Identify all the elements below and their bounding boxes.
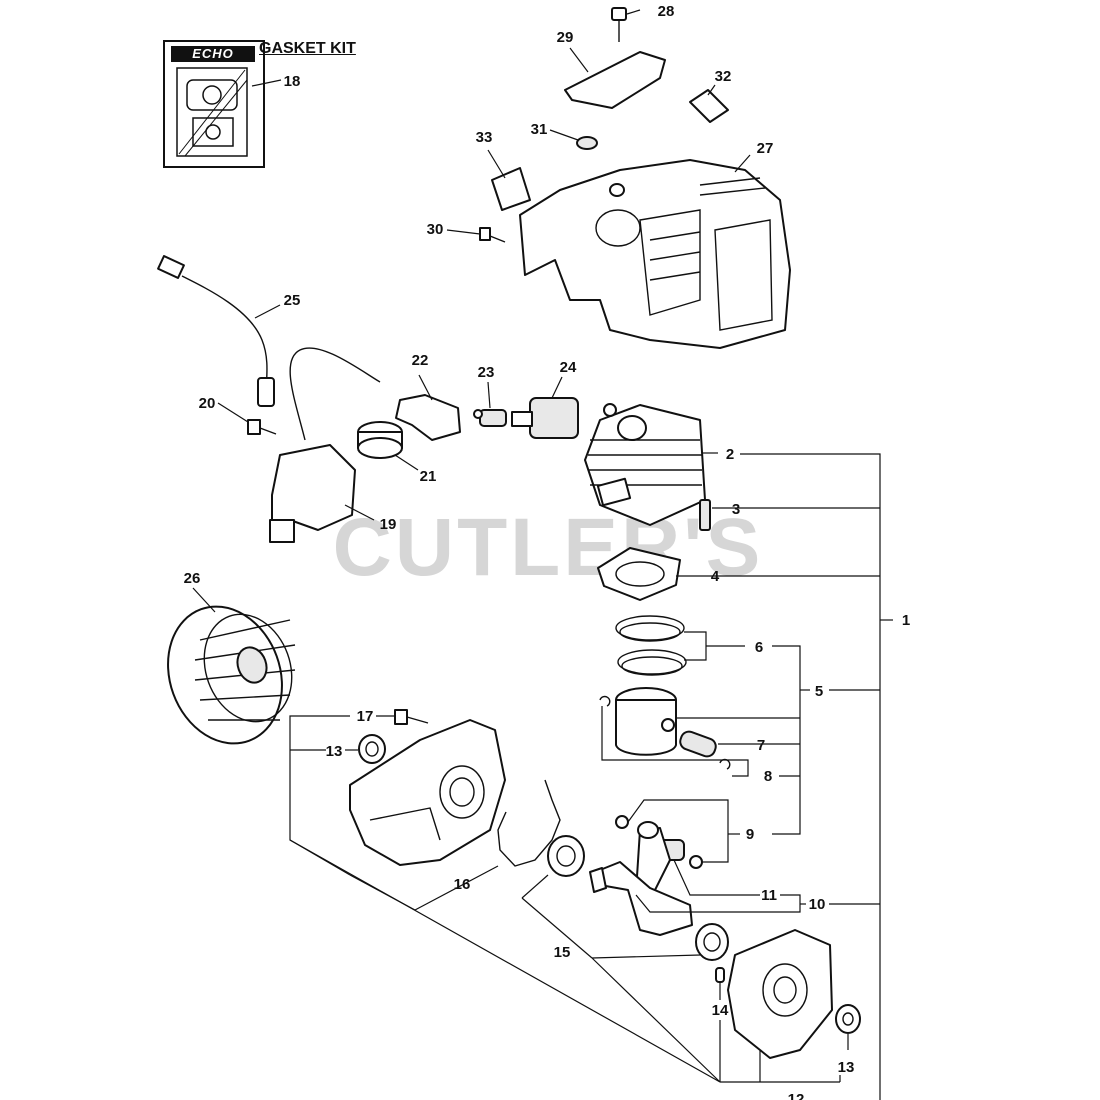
callout-28: 28 [658, 3, 675, 20]
callout-22: 22 [412, 352, 429, 369]
callout-9: 9 [746, 826, 754, 843]
callout-32: 32 [715, 68, 732, 85]
gasket-kit-title: GASKET KIT [259, 40, 356, 57]
part-23-terminal [473, 409, 507, 427]
callout-18: 18 [284, 73, 301, 90]
callout-7: 7 [757, 737, 765, 754]
callout-14: 14 [712, 1002, 729, 1019]
part-8-circlips [599, 695, 731, 770]
part-12-crankcase [349, 719, 833, 1059]
callout-1: 1 [902, 612, 910, 629]
leader-lines [192, 9, 893, 1100]
callout-10: 10 [809, 896, 826, 913]
callout-31: 31 [531, 121, 548, 138]
part-5-piston [615, 687, 677, 756]
callout-25: 25 [284, 292, 301, 309]
part-26-flywheel [167, 605, 296, 745]
part-24-spark-plug [511, 397, 579, 439]
callout-3: 3 [732, 501, 740, 518]
part-21-spool [357, 421, 403, 459]
callout-labels: 1 2 3 4 5 6 7 8 9 10 11 12 13 13 14 15 1… [184, 3, 911, 1100]
part-31-plug [576, 136, 598, 150]
part-16-crankcase-gasket [497, 779, 561, 867]
callout-26: 26 [184, 570, 201, 587]
part-28-bolt [611, 7, 627, 42]
callout-11: 11 [761, 887, 777, 904]
callout-4: 4 [711, 568, 720, 585]
callout-2: 2 [726, 446, 734, 463]
callout-13-left: 13 [326, 743, 343, 760]
part-20-screw [247, 419, 277, 435]
gasket-kit-box: ECHO [163, 40, 265, 168]
part-7-piston-pin [679, 730, 717, 758]
part-33-foam [491, 167, 531, 211]
watermark-text: CUTLER'S [333, 502, 764, 593]
callout-17: 17 [357, 708, 374, 725]
callout-5: 5 [815, 683, 823, 700]
callout-20: 20 [199, 395, 216, 412]
part-30-screw [479, 227, 506, 243]
part-27-engine-cover [519, 159, 791, 349]
callout-24: 24 [560, 359, 577, 376]
callout-16: 16 [454, 876, 471, 893]
callout-30: 30 [427, 221, 444, 238]
part-6-piston-rings [615, 615, 687, 676]
part-32-label [689, 89, 729, 123]
part-22-plug-boot [395, 394, 461, 441]
callout-27: 27 [757, 140, 774, 157]
callout-12: 12 [788, 1091, 805, 1100]
callout-21: 21 [420, 468, 437, 485]
callout-8: 8 [764, 768, 772, 785]
part-25-wire [157, 255, 275, 407]
part-17-screw [394, 709, 429, 725]
part-19-ignition-coil [269, 347, 381, 543]
callout-15: 15 [554, 944, 571, 961]
part-10-crankshaft [589, 821, 693, 936]
part-15-bearings [547, 835, 729, 961]
callout-29: 29 [557, 29, 574, 46]
callout-6: 6 [755, 639, 763, 656]
part-4-gasket [597, 547, 681, 601]
callout-23: 23 [478, 364, 495, 381]
echo-logo: ECHO [171, 46, 255, 62]
part-3-stud [699, 499, 711, 531]
callout-13-right: 13 [838, 1059, 855, 1076]
gasket-kit-illustration [176, 67, 248, 157]
callout-19: 19 [380, 516, 397, 533]
part-14-dowel-pin [715, 967, 725, 983]
part-29-bracket [564, 51, 666, 109]
part-13-oil-seals [358, 734, 861, 1034]
part-2-cylinder [584, 403, 706, 526]
callout-33: 33 [476, 129, 493, 146]
